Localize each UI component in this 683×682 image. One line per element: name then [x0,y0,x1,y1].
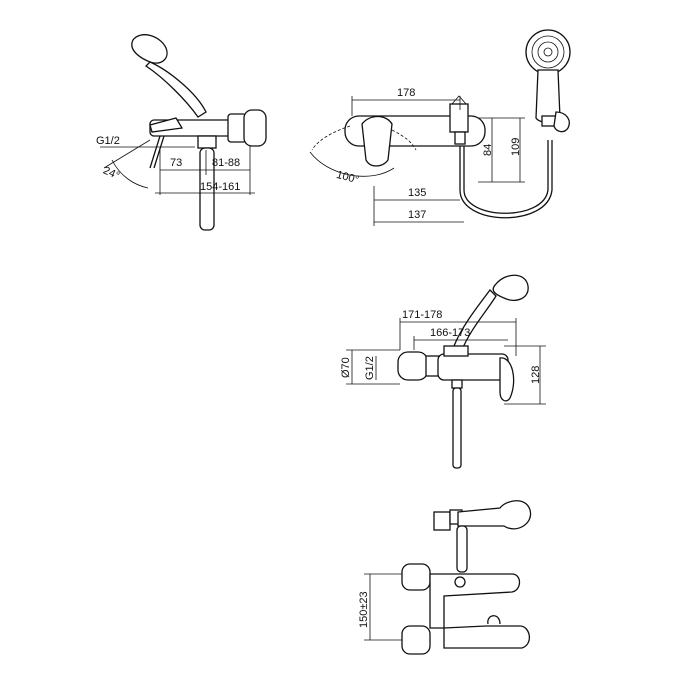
side-dim-spout: 73 [170,157,182,169]
front-dim-outer: 171-178 [402,309,442,321]
top-dim-height-inner: 84 [482,144,494,156]
front-thread: G1/2 [364,356,376,380]
mixer-body-front [397,345,515,469]
top-view: 178 84 109 100° 135 137 [309,29,571,226]
front-height: 128 [530,366,542,384]
side-dim-total: 154-161 [200,181,240,193]
hand-shower-top [525,29,571,133]
side-dim-body: 81-88 [212,157,240,169]
top-dim-width: 178 [397,87,415,99]
mixer-body-rear [401,563,530,655]
front-diameter: Ø70 [340,357,352,378]
top-dim-b: 137 [408,209,426,221]
rear-dimensions: 150±23 [358,573,402,641]
top-dim-a: 135 [408,187,426,199]
front-dimensions: 171-178 166-173 Ø70 G1/2 128 [340,309,546,405]
front-view: 171-178 166-173 Ø70 G1/2 128 [340,274,546,469]
rear-spacing: 150±23 [358,591,370,628]
rear-view: 150±23 [358,500,532,655]
side-dimensions: G1/2 24° 73 81-88 154-161 [96,135,255,195]
mixer-body-top [309,95,486,177]
side-view: G1/2 24° 73 81-88 154-161 [96,34,267,231]
top-dim-height-outer: 109 [510,138,522,156]
side-thread-label: G1/2 [96,135,120,147]
front-dim-inner: 166-173 [430,327,470,339]
hand-shower-side [131,34,207,118]
hose-top [459,140,553,219]
mixer-body-side [149,109,267,231]
hand-shower-front [453,274,529,351]
shower-holder-rear [433,500,532,573]
side-angle-label: 24° [101,165,121,183]
top-dimensions: 178 84 109 100° 135 137 [335,87,525,226]
top-angle-label: 100° [335,169,360,186]
